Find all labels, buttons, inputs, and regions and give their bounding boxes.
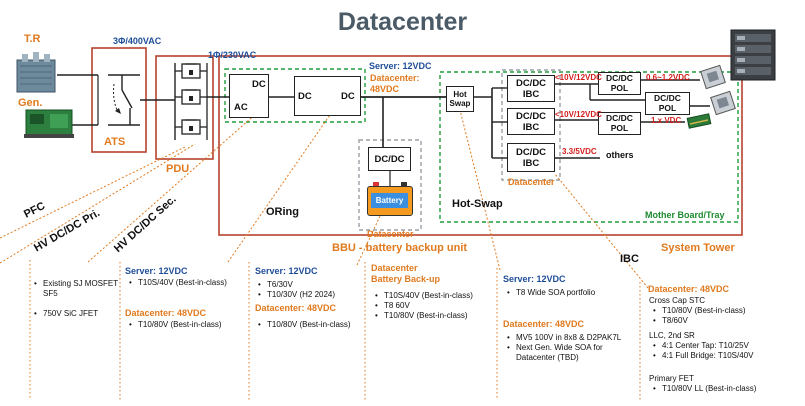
isolated-dc-dc-converter: DC DC: [294, 76, 361, 116]
others-label: others: [606, 150, 634, 160]
ibc-box-2: DC/DC IBC: [507, 108, 555, 135]
server-voltage: Server: 12VDC: [369, 61, 432, 71]
hot-swap-box: Hot Swap: [446, 86, 474, 112]
list-item: 4:1 Center Tap: T10/25V: [653, 341, 753, 351]
ibc-box-1: DC/DC IBC: [507, 75, 555, 102]
ibc-list-1: T10/80V (Best-in-class) T8/60V: [653, 306, 746, 326]
ibc-list-2: 4:1 Center Tap: T10/25V 4:1 Full Bridge:…: [653, 341, 753, 361]
list-item: 4:1 Full Bridge: T10S/40V: [653, 351, 753, 361]
motherboard-frame: [439, 71, 739, 223]
page-title: Datacenter: [337, 8, 468, 36]
ibc-subheading-2: LLC, 2nd SR: [649, 331, 695, 340]
bbu-device-list: T10S/40V (Best-in-class) T8 60V T10/80V …: [375, 291, 473, 321]
hv-sec-heading-1: Server: 12VDC: [125, 266, 188, 276]
datacenter-voltage: Datacenter: 48VDC: [370, 73, 420, 94]
oring-list-2: T10/80V (Best-in-class): [258, 320, 351, 330]
motherboard-label: Mother Board/Tray: [645, 210, 725, 220]
hot-swap-region-label: Hot-Swap: [452, 198, 503, 210]
list-item: T10/80V (Best-in-class): [375, 311, 473, 321]
tr-label: T.R: [24, 33, 41, 45]
bbu-caption: Datacenter: [367, 229, 414, 239]
hv-sec-list-1: T10S/40V (Best-in-class): [129, 278, 227, 288]
pol-box-3: DC/DC POL: [598, 112, 641, 135]
bbu-dc-dc-box: DC/DC: [368, 147, 411, 171]
rail-label-2: <10V/12VDC: [555, 110, 602, 119]
ibc-box-3: DC/DC IBC: [507, 143, 555, 172]
battery-icon: Battery: [367, 182, 413, 216]
list-item: T10/80V (Best-in-class): [653, 306, 746, 316]
bbu-column-heading: Datacenter Battery Back-up: [371, 263, 441, 284]
oring-heading-2: Datacenter: 48VDC: [255, 303, 337, 313]
ibc-subheading-1: Cross Cap STC: [649, 296, 706, 305]
gpu-chip-icon: [710, 90, 736, 116]
list-item: T10S/40V (Best-in-class): [129, 278, 227, 288]
list-item: T8/60V: [653, 316, 746, 326]
battery-label: Battery: [371, 193, 408, 208]
pol-label-2: 1.x VDC: [651, 116, 682, 125]
system-tower-label: System Tower: [661, 242, 735, 254]
list-item: T8 Wide SOA portfolio: [507, 288, 595, 298]
list-item: T10/80V (Best-in-class): [129, 320, 222, 330]
ats-label: ATS: [104, 136, 126, 148]
list-item: MV5 100V in 8x8 & D2PAK7L: [507, 333, 621, 343]
pfc-device-list: Existing SJ MOSFET SF5 750V SiC JFET: [34, 279, 123, 319]
bbu-region-label: BBU - battery backup unit: [332, 242, 468, 254]
hv-sec-heading-2: Datacenter: 48VDC: [125, 308, 207, 318]
transformer-icon: [16, 52, 56, 93]
memory-module-icon: [686, 113, 712, 129]
ibc-caption: Datacenter: [508, 177, 555, 187]
cpu-chip-icon: [700, 64, 726, 90]
gen-label: Gen.: [18, 97, 43, 109]
pdu-frame: [155, 55, 214, 160]
oring-heading-1: Server: 12VDC: [255, 266, 318, 276]
ac-dc-ac-label: AC: [234, 102, 248, 113]
list-item: T10/80V (Best-in-class): [258, 320, 351, 330]
list-item: T6/30V: [258, 280, 335, 290]
hv-sec-list-2: T10/80V (Best-in-class): [129, 320, 222, 330]
list-item: 750V SiC JFET: [34, 309, 123, 319]
list-item: T8 60V: [375, 301, 473, 311]
pol-box-1: DC/DC POL: [598, 72, 641, 95]
list-item: T10/80V LL (Best-in-class): [653, 384, 756, 394]
psu-frame: [224, 68, 366, 123]
pol-box-2: DC/DC POL: [645, 92, 690, 115]
bbu-frame: [358, 139, 422, 231]
system-tower-frame: [218, 55, 743, 236]
dc-dc-output-label: DC: [341, 91, 355, 102]
list-item: Existing SJ MOSFET SF5: [34, 279, 123, 299]
ibc-subheading-3: Primary FET: [649, 374, 694, 383]
rail-label-3: 3.3/5VDC: [562, 147, 597, 156]
list-item: Next Gen. Wide SOA for Datacenter (TBD): [507, 343, 621, 363]
rail-label-1: <10V/12VDC: [555, 73, 602, 82]
ibc-list-3: T10/80V LL (Best-in-class): [653, 384, 756, 394]
list-item: T10/30V (H2 2024): [258, 290, 335, 300]
dc-dc-input-label: DC: [298, 91, 312, 102]
ac-dc-converter: DC AC: [229, 74, 269, 118]
ibc-region-label: IBC: [620, 253, 639, 265]
pdu-label: PDU: [166, 163, 190, 175]
hot-swap-list-2: MV5 100V in 8x8 & D2PAK7L Next Gen. Wide…: [507, 333, 621, 363]
server-rack-icon: [730, 29, 776, 81]
hot-swap-heading-2: Datacenter: 48VDC: [503, 319, 585, 329]
list-item: T10S/40V (Best-in-class): [375, 291, 473, 301]
ac-dc-dc-label: DC: [252, 79, 266, 90]
oring-list-1: T6/30V T10/30V (H2 2024): [258, 280, 335, 300]
generator-icon: [24, 109, 74, 138]
ats-voltage: 3Φ/400VAC: [113, 36, 162, 46]
pdu-voltage: 1Φ/230VAC: [208, 50, 257, 60]
oring-region-label: ORing: [266, 206, 299, 218]
hot-swap-list-1: T8 Wide SOA portfolio: [507, 288, 595, 298]
ibc-column-heading: Datacenter: 48VDC: [648, 284, 730, 294]
pol-label-1: 0.6~1.2VDC: [646, 73, 690, 82]
ibc-frame: [501, 69, 561, 181]
hot-swap-heading-1: Server: 12VDC: [503, 274, 566, 284]
